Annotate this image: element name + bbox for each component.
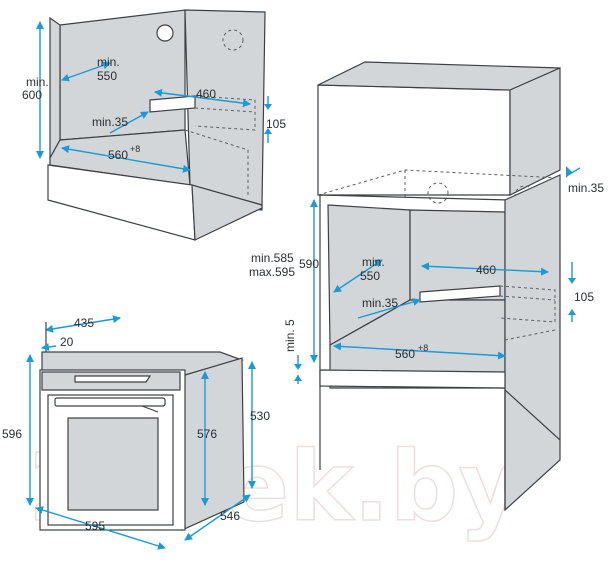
top-vent-offset: min.35 [92,115,128,129]
cable-hole-icon [156,24,174,42]
top-depth-line2: 550 [97,69,117,83]
top-min-height-line1: min. [26,75,49,89]
top-cabinet [47,9,266,241]
oven-top-depth: 435 [74,316,94,330]
top-depth-line1: min. [97,55,120,69]
right-vent-offset: min.35 [362,296,398,310]
oven-door-thickness: 20 [60,335,74,349]
right-width: 560 [395,347,415,361]
right-cabinet-top-box [317,84,511,196]
right-cabinet-top-side [509,67,561,196]
top-vent-height: 105 [266,117,286,131]
right-depth-line1: min. [362,255,385,269]
right-vent-height: 105 [574,290,594,304]
oven-dimensions: 435 20 596 576 530 595 546 [2,315,270,550]
top-vent-width: 460 [196,87,216,101]
oven-side-depth: 546 [220,509,240,523]
right-cabinet-dimensions: min.35 min.585 max.595 590 min. 550 460 … [249,166,604,384]
top-min-height-line2: 600 [22,88,42,102]
oven [39,351,245,531]
oven-display [74,375,152,383]
oven-body-height: 576 [197,427,217,441]
right-vent-width: 460 [476,263,496,277]
oven-total-height: 596 [2,427,22,441]
right-depth-line2: 550 [360,269,380,283]
top-cabinet-right-side [184,9,266,206]
top-width-tolerance: +8 [130,144,140,154]
oven-side [181,357,245,531]
top-width: 560 [108,148,128,162]
oven-side-height: 530 [250,409,270,423]
right-niche-range-min: min.585 [251,251,294,265]
right-top-gap: min.35 [568,181,604,195]
right-niche-height: 590 [299,257,319,271]
top-cabinet-dimensions: min. 600 min. 550 460 105 min.35 560 +8 [22,21,286,173]
right-cabinet [317,61,561,512]
oven-handle [54,397,166,407]
oven-window [67,417,159,511]
right-niche-range-max: max.595 [249,265,295,279]
right-width-tolerance: +8 [418,343,428,353]
top-cabinet-left-side [49,16,61,161]
right-bottom-gap: min. 5 [283,319,297,352]
oven-front-width: 595 [85,519,105,533]
